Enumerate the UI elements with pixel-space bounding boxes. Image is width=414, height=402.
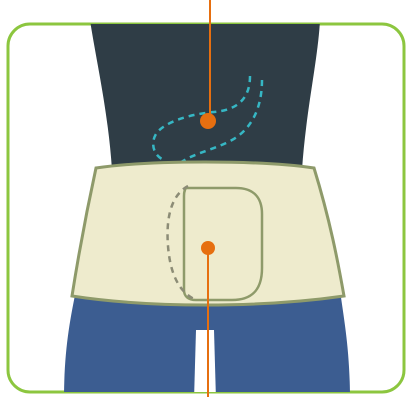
pouch-marker-dot-icon [201, 241, 215, 255]
leg-gap [194, 330, 216, 397]
torso-icon [90, 20, 320, 170]
top-caption [40, 0, 374, 8]
belt-pad [184, 188, 262, 300]
stomach-marker-dot-icon [200, 113, 216, 129]
